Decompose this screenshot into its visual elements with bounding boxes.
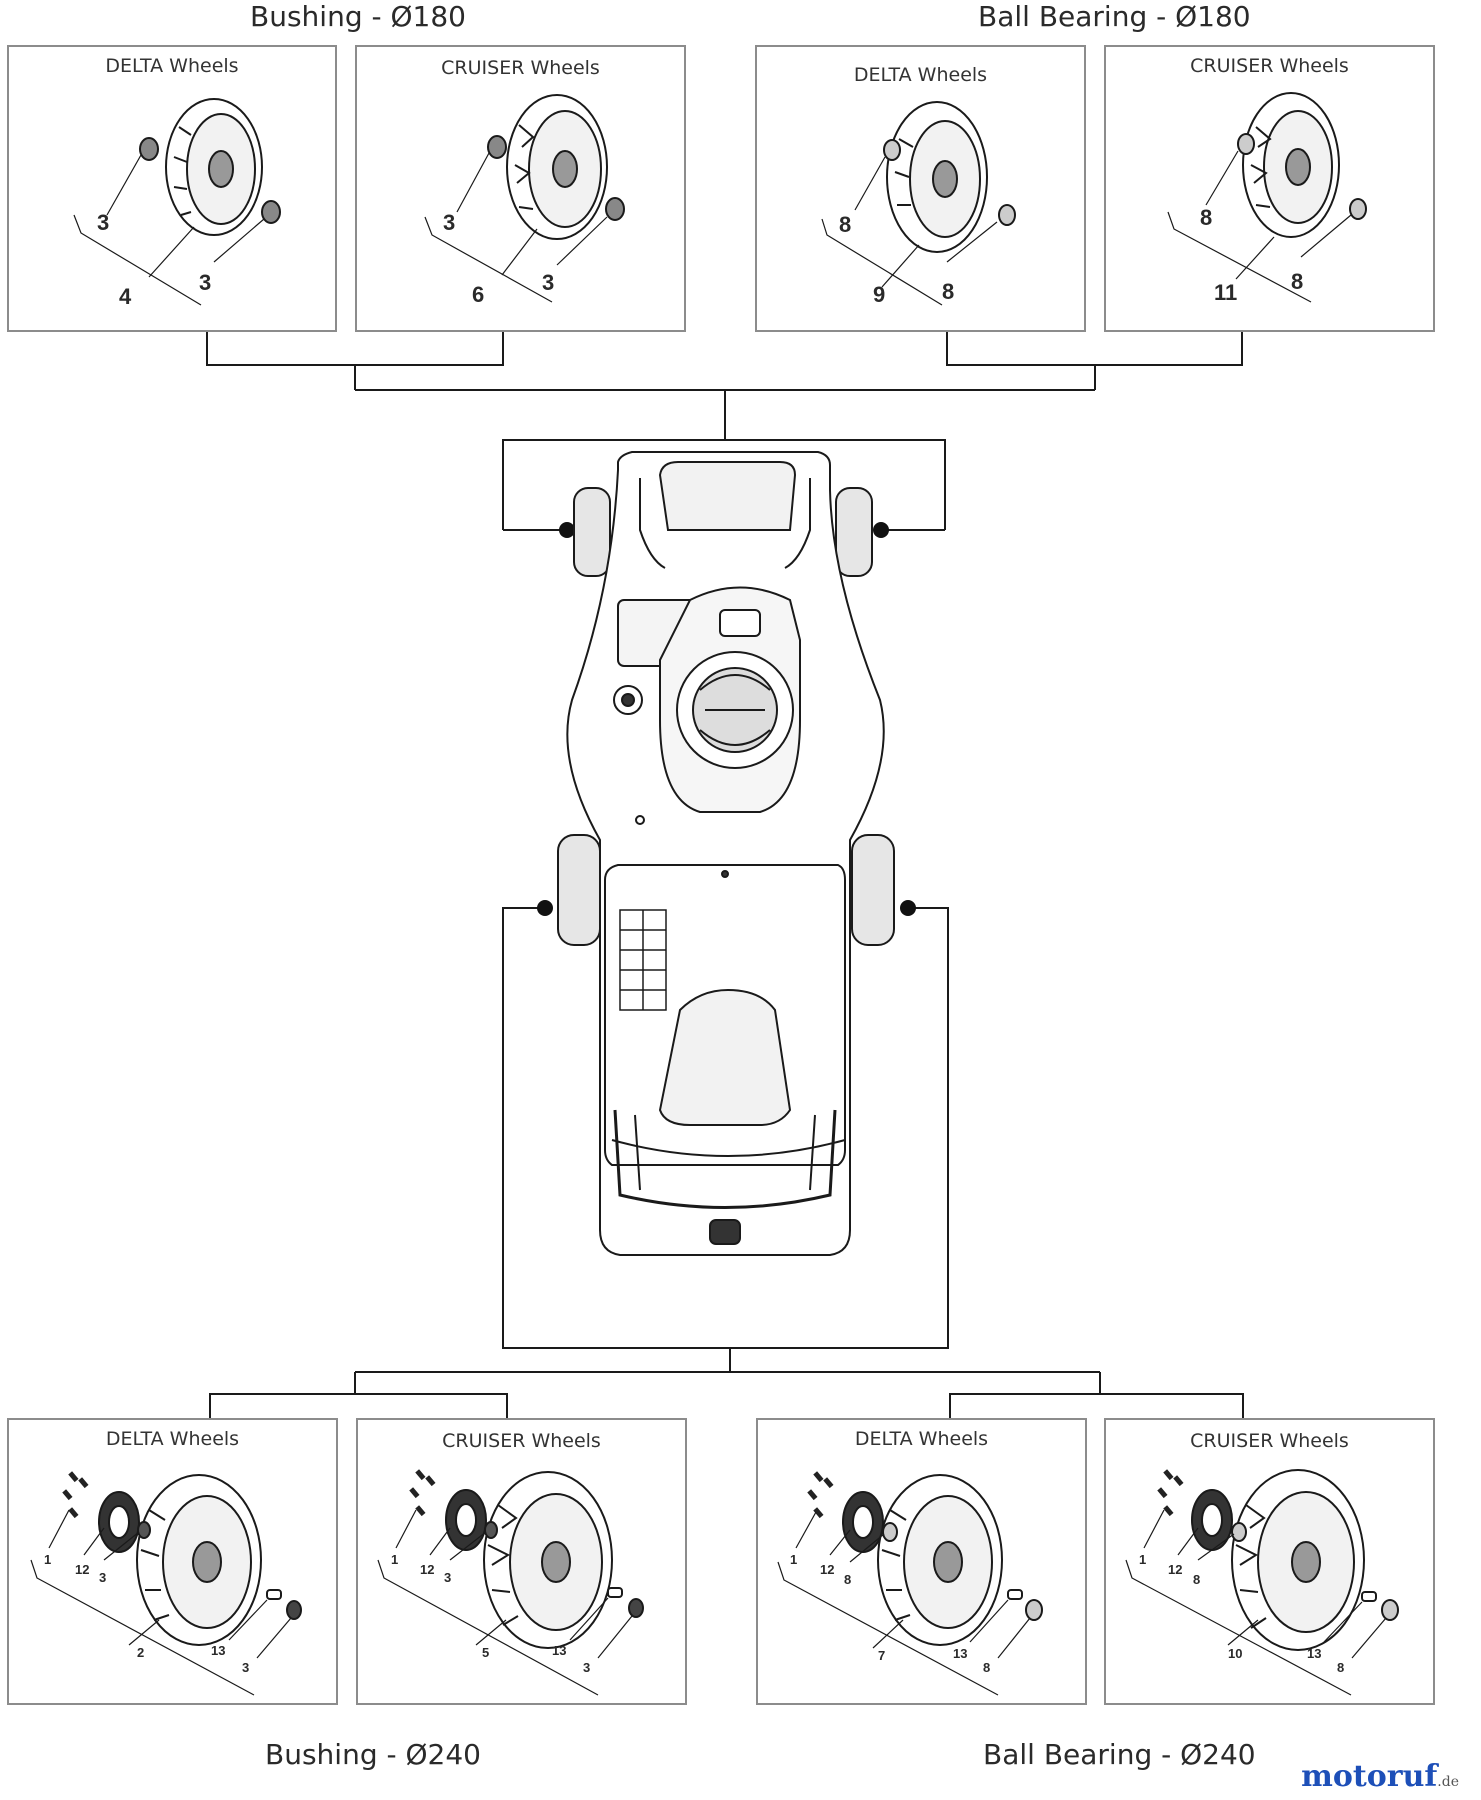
wheel-small-icon [821, 101, 1016, 306]
panel-title: CRUISER Wheels [442, 1430, 601, 1452]
wheel-large-icon [1125, 1469, 1399, 1696]
part-number: 12 [820, 1562, 835, 1577]
part-number: 8 [839, 212, 852, 237]
heading-bushing-180: Bushing - Ø180 [250, 0, 466, 33]
watermark-text: motoruf [1301, 1759, 1438, 1794]
panel-title: CRUISER Wheels [1190, 55, 1349, 77]
part-number: 13 [953, 1646, 968, 1661]
part-number: 10 [1228, 1646, 1243, 1661]
panel-title: DELTA Wheels [854, 1428, 989, 1450]
wheel-large-icon [777, 1471, 1043, 1696]
rear-left-wheel [557, 834, 601, 946]
panel-title: CRUISER Wheels [441, 57, 600, 79]
watermark-logo: motoruf.de [1301, 1759, 1459, 1794]
panel-top-delta-ball-bearing: DELTA Wheels 8 8 9 [755, 45, 1086, 332]
panel-top-cruiser-ball-bearing: CRUISER Wheels 8 8 11 [1104, 45, 1435, 332]
heading-ball-bearing-240: Ball Bearing - Ø240 [983, 1738, 1256, 1771]
part-number: 13 [552, 1643, 567, 1658]
wheel-small-icon [73, 98, 281, 306]
front-right-wheel [835, 487, 873, 577]
panel-title: DELTA Wheels [105, 55, 239, 77]
mower-top-view [557, 451, 895, 1256]
panel-bottom-cruiser-bushing: CRUISER Wheels 1 12 [356, 1418, 687, 1705]
part-number: 9 [873, 282, 886, 307]
wheel-large-icon [30, 1471, 302, 1696]
connector-dot [873, 522, 889, 538]
part-number: 1 [391, 1552, 399, 1567]
part-number: 12 [75, 1562, 90, 1577]
panel-bottom-delta-bushing: DELTA Wheels 1 12 [7, 1418, 338, 1705]
part-number: 6 [472, 282, 485, 307]
part-number: 8 [844, 1572, 852, 1587]
connector-dot [900, 900, 916, 916]
part-number: 3 [443, 210, 456, 235]
part-number: 8 [1291, 269, 1304, 294]
panel-bottom-delta-ball-bearing: DELTA Wheels 1 12 [756, 1418, 1087, 1705]
part-number: 8 [1337, 1660, 1345, 1675]
panel-top-delta-bushing: DELTA Wheels 3 3 4 [7, 45, 337, 332]
part-number: 3 [583, 1660, 591, 1675]
part-number: 3 [242, 1660, 250, 1675]
panel-title: DELTA Wheels [853, 64, 988, 86]
watermark-tld: .de [1437, 1774, 1459, 1790]
wheel-small-icon [424, 94, 625, 303]
front-left-wheel [573, 487, 611, 577]
part-number: 8 [1200, 205, 1213, 230]
part-number: 1 [790, 1552, 798, 1567]
part-number: 8 [983, 1660, 991, 1675]
part-number: 3 [99, 1570, 107, 1585]
part-number: 7 [878, 1648, 886, 1663]
rear-right-wheel [851, 834, 895, 946]
part-number: 3 [444, 1570, 452, 1585]
panel-title: CRUISER Wheels [1190, 1430, 1349, 1452]
part-number: 3 [97, 210, 110, 235]
part-number: 11 [1214, 280, 1238, 305]
part-number: 1 [1139, 1552, 1147, 1567]
part-number: 13 [211, 1643, 226, 1658]
part-number: 8 [942, 279, 955, 304]
part-number: 5 [482, 1645, 490, 1660]
connector-dot [537, 900, 553, 916]
part-number: 3 [199, 270, 212, 295]
connector-dot [559, 522, 575, 538]
panel-title: DELTA Wheels [105, 1428, 240, 1450]
part-number: 4 [119, 284, 132, 309]
part-number: 13 [1307, 1646, 1322, 1661]
panel-bottom-cruiser-ball-bearing: CRUISER Wheels 1 12 [1104, 1418, 1435, 1705]
panel-top-cruiser-bushing: CRUISER Wheels 3 3 6 [355, 45, 686, 332]
wheel-large-icon [377, 1469, 644, 1696]
part-number: 12 [1168, 1562, 1183, 1577]
wheel-small-icon [1167, 92, 1367, 303]
part-number: 1 [44, 1552, 52, 1567]
heading-bushing-240: Bushing - Ø240 [265, 1738, 481, 1771]
part-number: 3 [542, 270, 555, 295]
heading-ball-bearing-180: Ball Bearing - Ø180 [978, 0, 1251, 33]
part-number: 2 [137, 1645, 145, 1660]
part-number: 8 [1193, 1572, 1201, 1587]
part-number: 12 [420, 1562, 435, 1577]
